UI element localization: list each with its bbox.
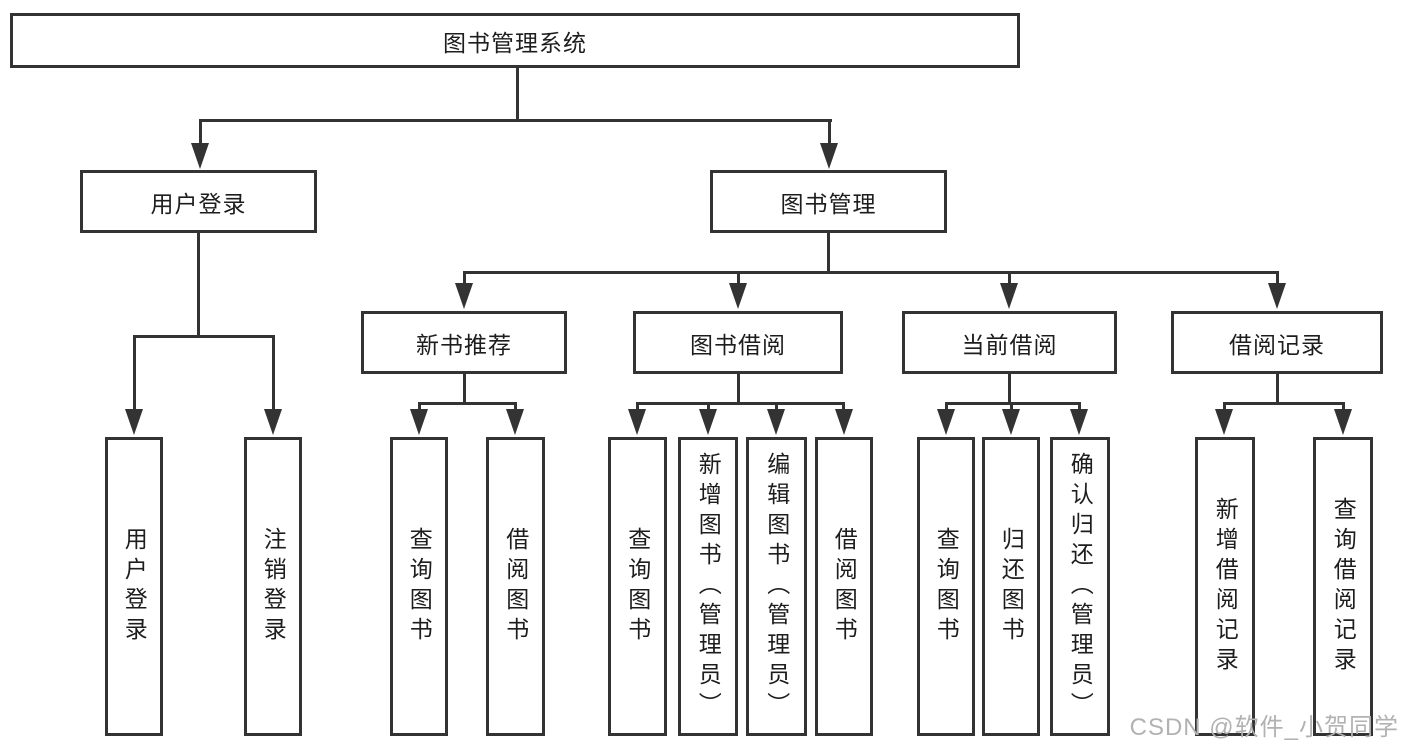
leaf-logout-login: 注销登录 bbox=[244, 437, 302, 736]
leaf-label: 查询借阅记录 bbox=[1330, 496, 1357, 677]
connector-line bbox=[827, 233, 830, 273]
connector-line bbox=[636, 402, 845, 405]
node-borrowing-records: 借阅记录 bbox=[1171, 311, 1383, 374]
connector-line bbox=[1223, 402, 1226, 412]
leaf-borrow-books-recommend: 借阅图书 bbox=[486, 437, 545, 736]
connector-line bbox=[775, 402, 778, 412]
leaf-query-borrow-record: 查询借阅记录 bbox=[1313, 437, 1373, 736]
node-book-borrowing: 图书借阅 bbox=[633, 311, 843, 374]
arrow-down-icon bbox=[1000, 283, 1018, 309]
arrow-down-icon bbox=[628, 409, 646, 435]
leaf-label: 归还图书 bbox=[998, 526, 1025, 647]
arrow-down-icon bbox=[820, 143, 838, 169]
arrow-down-icon bbox=[1070, 409, 1088, 435]
arrow-down-icon bbox=[125, 409, 143, 435]
connector-line bbox=[707, 402, 710, 412]
node-user-login: 用户登录 bbox=[80, 170, 317, 233]
connector-line bbox=[418, 402, 421, 412]
arrow-down-icon bbox=[264, 409, 282, 435]
arrow-down-icon bbox=[1268, 283, 1286, 309]
leaf-label: 注销登录 bbox=[260, 526, 287, 647]
leaf-query-books-current: 查询图书 bbox=[917, 437, 975, 736]
connector-line bbox=[133, 335, 136, 411]
leaf-confirm-return-admin: 确认归还（管理员） bbox=[1050, 437, 1110, 736]
leaf-label: 借阅图书 bbox=[831, 526, 858, 647]
connector-line bbox=[133, 335, 274, 338]
connector-line bbox=[945, 402, 948, 412]
connector-line bbox=[463, 374, 466, 404]
connector-line bbox=[463, 271, 1279, 274]
connector-line bbox=[516, 68, 519, 121]
leaf-query-books-recommend: 查询图书 bbox=[390, 437, 448, 736]
connector-line bbox=[197, 233, 200, 337]
leaf-label: 查询图书 bbox=[624, 526, 651, 647]
connector-line bbox=[199, 119, 202, 145]
leaf-borrow-books-borrowing: 借阅图书 bbox=[815, 437, 873, 736]
leaf-label: 借阅图书 bbox=[502, 526, 529, 647]
leaf-label: 用户登录 bbox=[121, 526, 148, 647]
connector-line bbox=[1276, 271, 1279, 285]
leaf-label: 新增借阅记录 bbox=[1212, 496, 1239, 677]
node-current-borrowing: 当前借阅 bbox=[902, 311, 1117, 374]
arrow-down-icon bbox=[1334, 409, 1352, 435]
arrow-down-icon bbox=[767, 409, 785, 435]
connector-line bbox=[514, 402, 517, 412]
arrow-down-icon bbox=[191, 143, 209, 169]
arrow-down-icon bbox=[729, 283, 747, 309]
arrow-down-icon bbox=[506, 409, 524, 435]
connector-line bbox=[199, 119, 832, 122]
connector-line bbox=[418, 402, 517, 405]
arrow-down-icon bbox=[1002, 409, 1020, 435]
leaf-label: 查询图书 bbox=[406, 526, 433, 647]
connector-line bbox=[1008, 374, 1011, 404]
connector-line bbox=[636, 402, 639, 412]
leaf-query-books-borrowing: 查询图书 bbox=[608, 437, 667, 736]
connector-line bbox=[737, 374, 740, 404]
watermark-text: CSDN @软件_小贺同学 bbox=[1129, 714, 1399, 741]
leaf-user-login: 用户登录 bbox=[105, 437, 163, 736]
connector-line bbox=[1078, 402, 1081, 412]
connector-line bbox=[1008, 271, 1011, 285]
connector-line bbox=[842, 402, 845, 412]
arrow-down-icon bbox=[1215, 409, 1233, 435]
connector-line bbox=[463, 271, 466, 285]
leaf-label: 确认归还（管理员） bbox=[1067, 451, 1094, 722]
connector-line bbox=[737, 271, 740, 285]
leaf-label: 查询图书 bbox=[933, 526, 960, 647]
arrow-down-icon bbox=[699, 409, 717, 435]
connector-line bbox=[272, 335, 275, 411]
arrow-down-icon bbox=[835, 409, 853, 435]
leaf-add-borrow-record: 新增借阅记录 bbox=[1195, 437, 1255, 736]
node-book-management: 图书管理 bbox=[710, 170, 947, 233]
arrow-down-icon bbox=[937, 409, 955, 435]
leaf-label: 编辑图书（管理员） bbox=[763, 451, 790, 722]
leaf-edit-books-admin: 编辑图书（管理员） bbox=[746, 437, 807, 736]
connector-line bbox=[945, 402, 1081, 405]
arrow-down-icon bbox=[410, 409, 428, 435]
leaf-label: 新增图书（管理员） bbox=[695, 451, 722, 722]
connector-line bbox=[1276, 374, 1279, 404]
connector-line bbox=[1223, 402, 1344, 405]
connector-line bbox=[828, 119, 831, 145]
leaf-add-books-admin: 新增图书（管理员） bbox=[678, 437, 738, 736]
leaf-return-books: 归还图书 bbox=[982, 437, 1040, 736]
connector-line bbox=[1010, 402, 1013, 412]
node-new-book-recommendation: 新书推荐 bbox=[361, 311, 567, 374]
node-library-system: 图书管理系统 bbox=[10, 13, 1020, 68]
arrow-down-icon bbox=[455, 283, 473, 309]
connector-line bbox=[1342, 402, 1345, 412]
